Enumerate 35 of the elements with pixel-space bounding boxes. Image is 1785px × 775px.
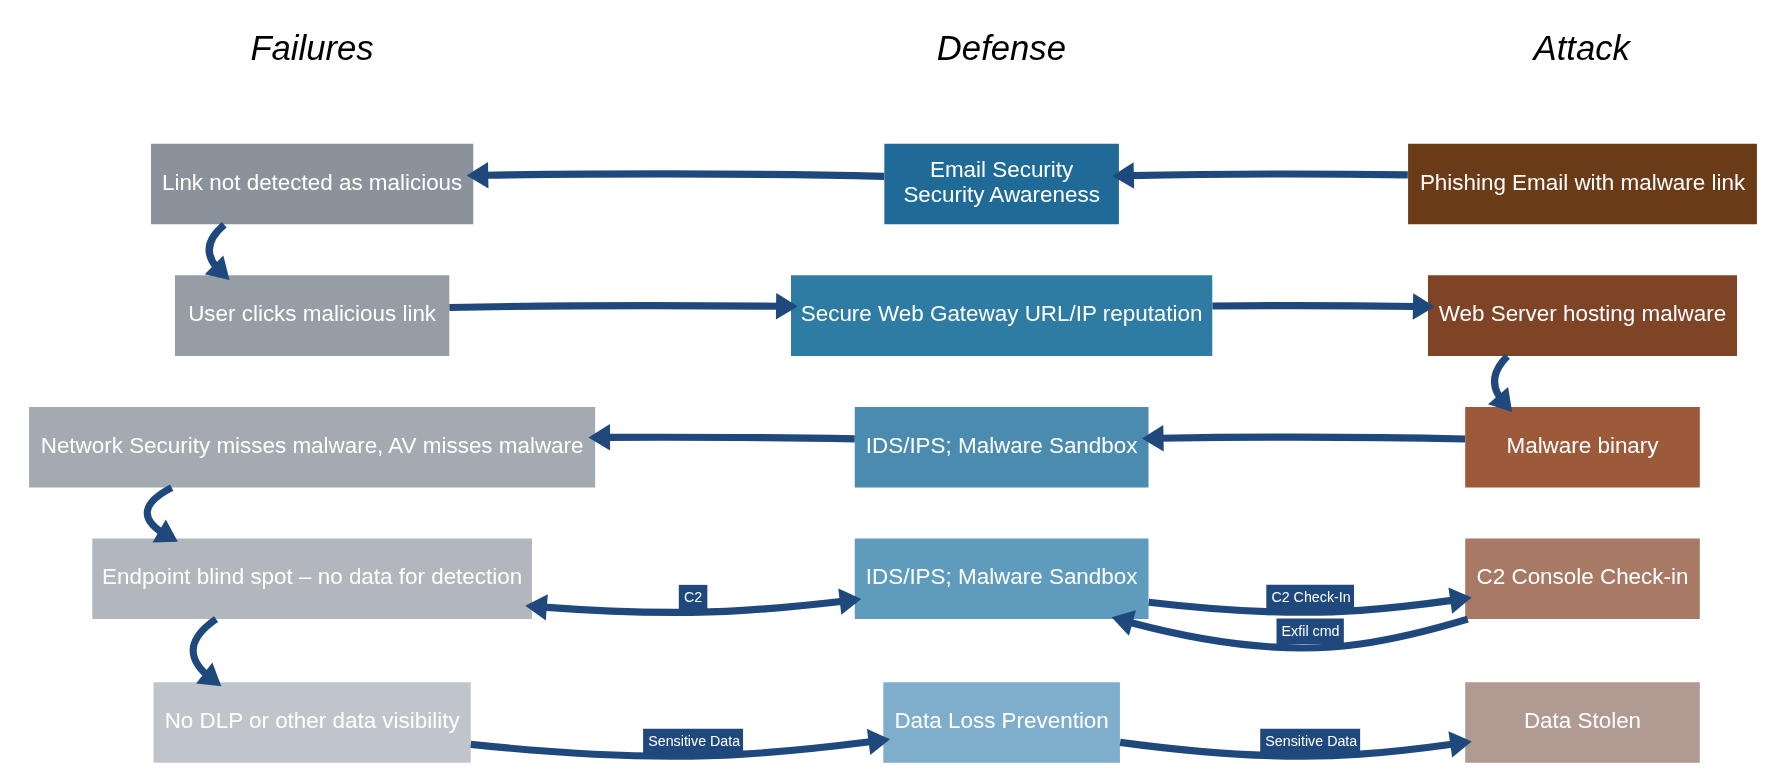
node-box: Phishing Email with malware link [1407, 143, 1757, 225]
arrow [1111, 610, 1469, 652]
arrow [1111, 162, 1408, 189]
node-box: C2 Console Check-in [1464, 538, 1700, 620]
arrow [1119, 731, 1472, 760]
node-box: Link not detected as malicious [150, 143, 473, 225]
arrow [1147, 587, 1472, 616]
node-box: Email Security Security Awareness [883, 143, 1119, 225]
label: Defense [936, 29, 1066, 68]
node-box: User clicks malicious link [174, 275, 449, 356]
node-box: Data Loss Prevention [882, 682, 1120, 763]
arrow [189, 616, 221, 687]
arrow [524, 588, 861, 621]
label: Failures [249, 29, 374, 68]
node-box: Endpoint blind spot – no data for detection [91, 538, 532, 620]
edge-label: C2 Check-In [1270, 588, 1351, 605]
arrow [1141, 424, 1465, 452]
node-box: IDS/IPS; Malware Sandbox [854, 538, 1148, 620]
node-box: Secure Web Gateway URL/IP reputation [790, 275, 1212, 356]
arrow [466, 161, 884, 189]
node-box: IDS/IPS; Malware Sandbox [854, 406, 1148, 488]
arrow [1211, 293, 1435, 320]
edge-label: Sensitive Data [1264, 732, 1357, 749]
edge-label: Exfil cmd [1281, 622, 1339, 639]
node-box: Web Server hosting malware [1427, 275, 1737, 356]
node-box: Network Security misses malware, AV misses malware [28, 406, 595, 488]
edge-label: Sensitive Data [647, 732, 740, 749]
node-box: Data Stolen [1464, 682, 1700, 763]
node-box: Malware binary [1464, 406, 1700, 488]
arrow [448, 292, 798, 320]
edge-label: C2 [683, 588, 702, 605]
label: Attack [1533, 29, 1630, 68]
arrow [143, 484, 178, 543]
arrow [587, 424, 855, 451]
node-box: No DLP or other data visibility [153, 682, 471, 763]
